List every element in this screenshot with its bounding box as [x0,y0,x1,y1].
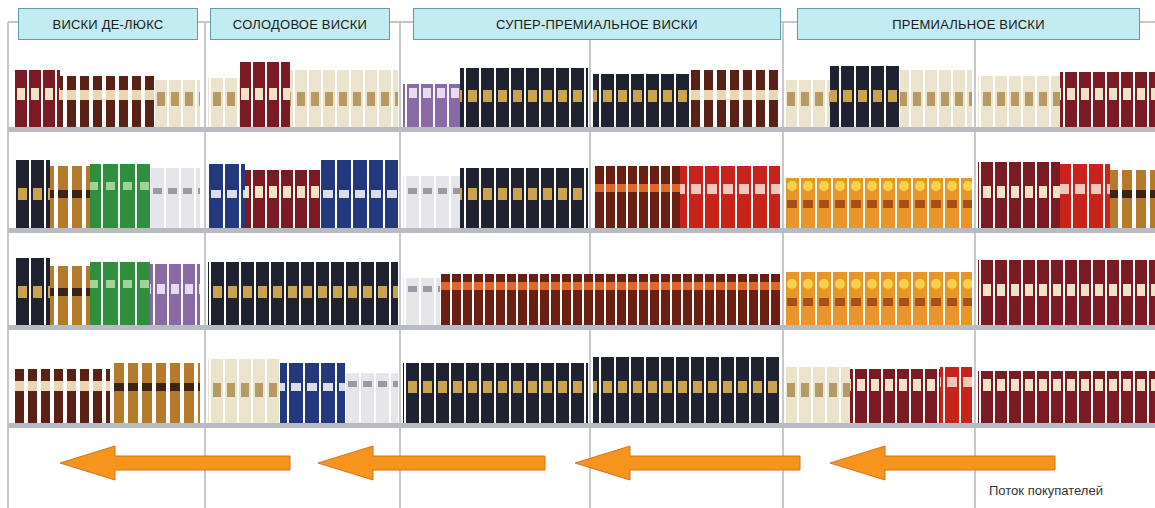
category-header: СУПЕР-ПРЕМИАЛЬНОЕ ВИСКИ [413,8,781,40]
header-text: ПРЕМИАЛЬНОЕ ВИСКИ [892,17,1044,32]
shelf-row [15,62,1155,127]
header-text: ВИСКИ ДЕ-ЛЮКС [53,17,164,32]
category-header: СОЛОДОВОЕ ВИСКИ [210,8,390,40]
flow-arrows [60,446,1055,480]
shelf-row [15,258,1155,325]
shelf-row [15,357,1155,423]
category-header: ПРЕМИАЛЬНОЕ ВИСКИ [797,8,1140,40]
header-text: СОЛОДОВОЕ ВИСКИ [233,17,367,32]
flow-label: Поток покупателей [986,482,1106,499]
posts [8,22,1155,508]
shelves [8,127,1155,428]
category-header: ВИСКИ ДЕ-ЛЮКС [18,8,198,40]
shelf-row [15,160,1155,228]
header-text: СУПЕР-ПРЕМИАЛЬНОЕ ВИСКИ [496,17,698,32]
